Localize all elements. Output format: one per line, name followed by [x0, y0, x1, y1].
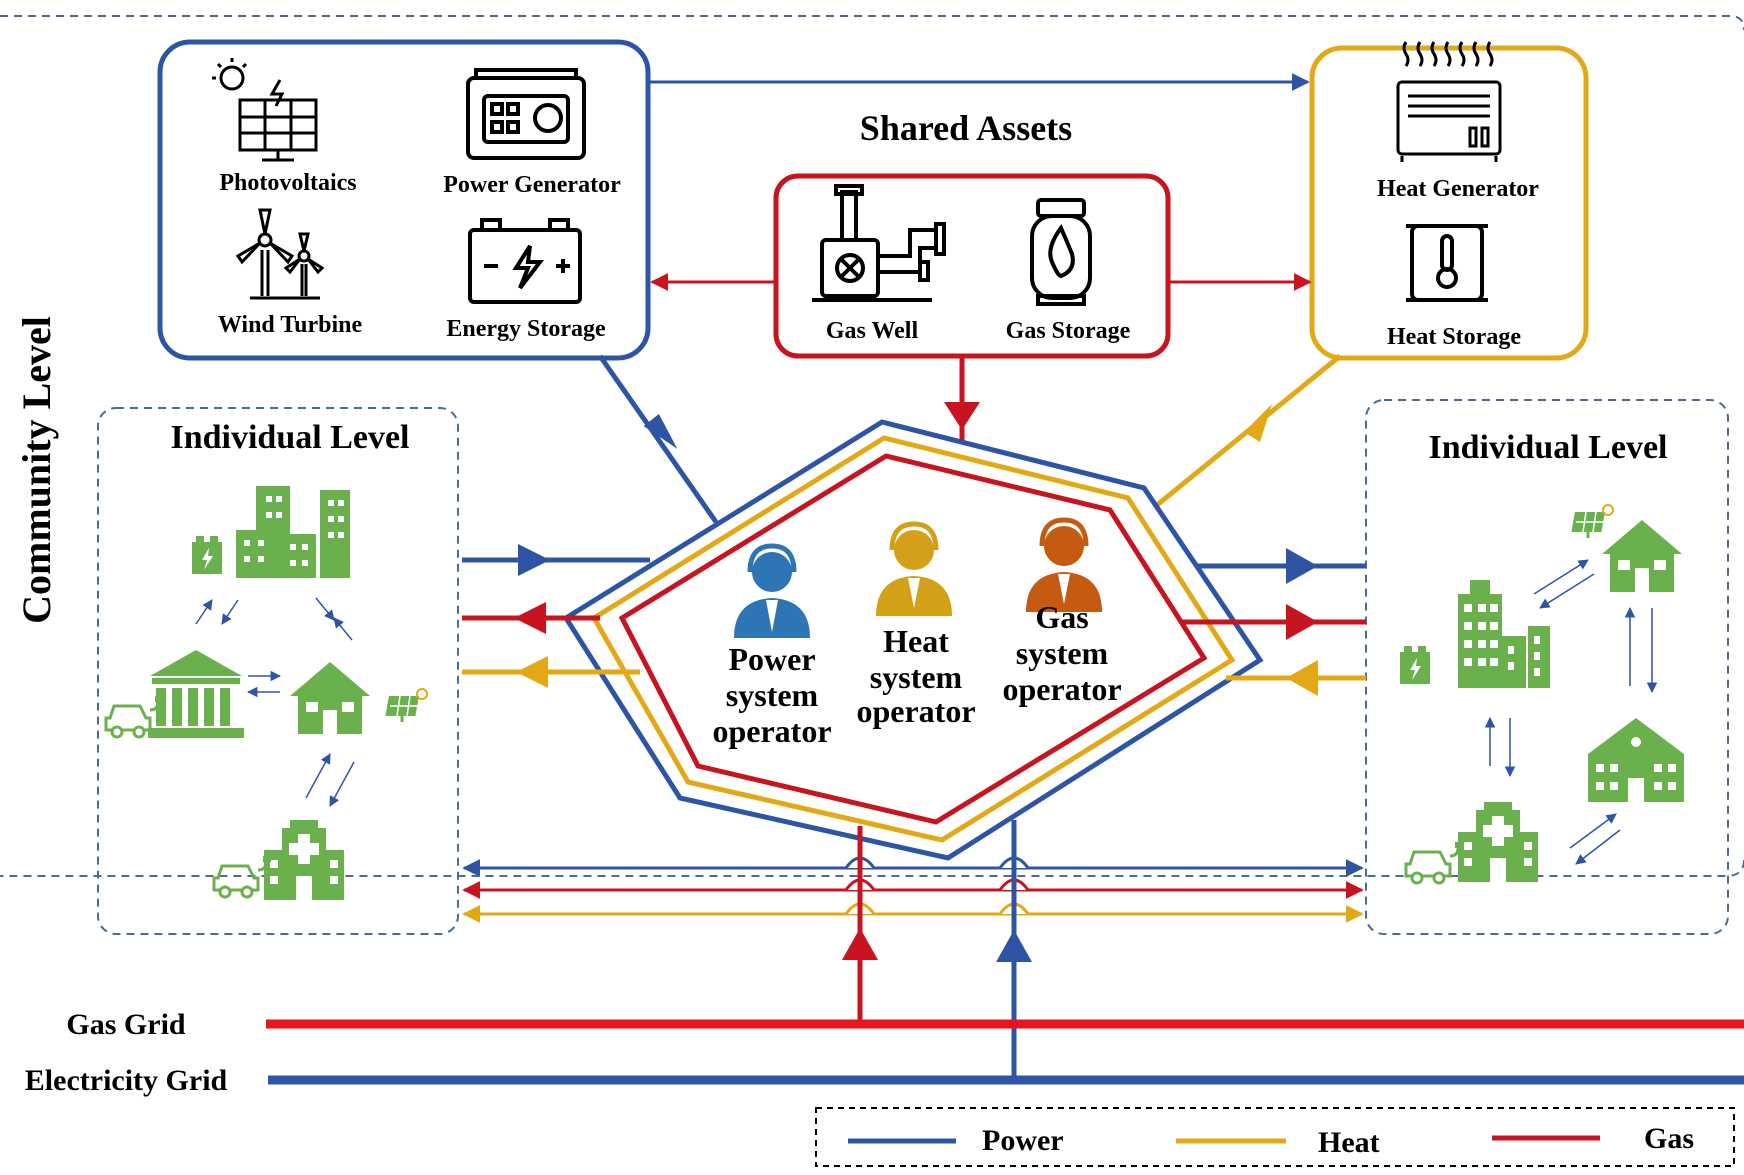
power-operator-icon [734, 543, 810, 638]
community-level-label: Community Level [14, 316, 59, 624]
legend-gas-label: Gas [1644, 1122, 1694, 1155]
shared-assets-title: Shared Assets [860, 108, 1072, 148]
individual-level-left-box [97, 407, 459, 935]
gas-operator-line3: operator [1002, 671, 1121, 707]
right-gas-arrowhead [1286, 604, 1318, 640]
gas-storage-label: Gas Storage [1006, 318, 1131, 344]
heat-generator-label: Heat Generator [1377, 176, 1539, 202]
right-solar-icon [1569, 503, 1615, 540]
left-exchange-arrows [195, 597, 355, 807]
heat-assets-box [1309, 45, 1589, 361]
left-gas-arrowhead [514, 602, 546, 634]
gas-operator-line1: Gas [1035, 599, 1088, 635]
heat-assets-feed [1144, 354, 1342, 516]
gas-storage-icon [1030, 198, 1092, 306]
gas-ring [618, 453, 1208, 825]
electricity-grid-feed-arrowhead [996, 930, 1032, 962]
gas-assets-box [773, 173, 1171, 359]
legend: Power Heat Gas [815, 1107, 1735, 1167]
power-generator-label: Power Generator [443, 172, 621, 198]
gas-operator-icon [1026, 517, 1102, 612]
gas-feed-arrowhead [944, 402, 980, 430]
right-power-arrowhead [1286, 548, 1318, 584]
legend-power-label: Power [982, 1124, 1064, 1157]
left-battery-icon [192, 536, 222, 574]
individual-level-right-title: Individual Level [1428, 429, 1667, 466]
individual-level-left-title: Individual Level [170, 419, 409, 456]
heat-ring [590, 435, 1236, 843]
left-power-arrowhead [518, 544, 550, 576]
power-operator-line2: system [726, 677, 819, 713]
heat-feed-arrowhead [1244, 404, 1272, 442]
power-operator-line1: Power [728, 641, 815, 677]
power-assets-feed [597, 354, 719, 524]
power-feed-arrowhead [643, 414, 678, 449]
right-school-icon [1588, 718, 1684, 802]
energy-storage-icon [468, 218, 582, 304]
heat-operator-icon [876, 521, 952, 616]
electricity-grid-label: Electricity Grid [25, 1064, 228, 1097]
left-bank-icon [148, 650, 244, 738]
photovoltaics-icon [212, 58, 318, 162]
heat-storage-label: Heat Storage [1387, 324, 1521, 350]
heat-operator-line2: system [870, 659, 963, 695]
heat-generator-icon [1396, 41, 1502, 162]
right-battery-icon [1400, 646, 1430, 684]
right-hospital-icon [1458, 802, 1538, 882]
energy-storage-label: Energy Storage [446, 316, 606, 342]
left-office-buildings-icon [236, 486, 350, 578]
gas-grid-label: Gas Grid [66, 1008, 185, 1041]
right-office-buildings-icon [1458, 580, 1550, 688]
left-heat-arrowhead [516, 656, 548, 688]
gas-grid-feed-arrowhead [842, 928, 878, 960]
photovoltaics-label: Photovoltaics [219, 170, 356, 196]
left-house-icon [290, 662, 370, 734]
right-exchange-arrows [1484, 559, 1658, 865]
left-hospital-icon [264, 820, 344, 900]
legend-heat-label: Heat [1318, 1126, 1380, 1159]
wind-turbine-label: Wind Turbine [218, 312, 363, 338]
gas-operator-line2: system [1016, 635, 1109, 671]
wind-turbine-icon [235, 208, 325, 300]
heat-operator-line3: operator [856, 693, 975, 729]
gas-well-label: Gas Well [826, 318, 919, 344]
individual-level-right-box [1365, 399, 1729, 935]
right-heat-arrowhead [1286, 660, 1318, 696]
heat-storage-icon [1406, 224, 1488, 302]
line-crossing-hops [844, 856, 1030, 915]
left-solar-icon [383, 687, 429, 724]
right-house-icon [1602, 520, 1682, 592]
legend-box [815, 1107, 1735, 1167]
power-generator-icon [466, 68, 586, 160]
gas-well-icon [812, 184, 946, 302]
heat-operator-line1: Heat [883, 623, 949, 659]
power-operator-line3: operator [712, 713, 831, 749]
